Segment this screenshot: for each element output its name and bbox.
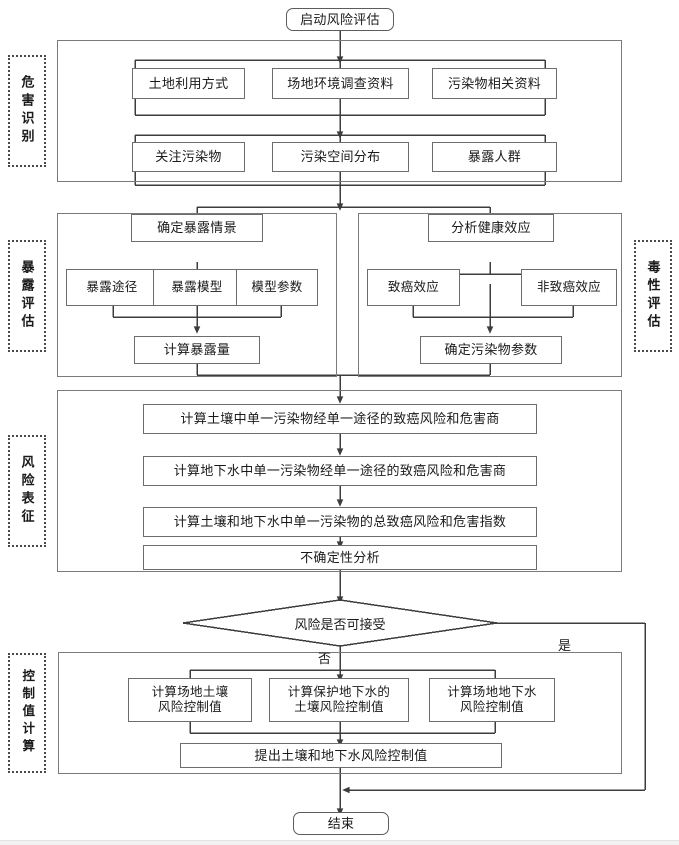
hazard-box-exposed-population[interactable]: 暴露人群 (432, 142, 557, 172)
end-node[interactable]: 结束 (293, 812, 389, 835)
toxicity-box-pollutant-params[interactable]: 确定污染物参数 (420, 336, 562, 364)
exposure-box-scenario[interactable]: 确定暴露情景 (131, 214, 263, 242)
hazard-box-spatial-distribution[interactable]: 污染空间分布 (272, 142, 409, 172)
stage-label-control-text: 控制值计算 (20, 669, 35, 757)
risk-box-uncertainty[interactable]: 不确定性分析 (143, 545, 537, 570)
stage-label-exposure-text: 暴露评估 (19, 260, 35, 332)
stage-label-risk: 风险表征 (8, 435, 46, 547)
control-box-site-groundwater[interactable]: 计算场地地下水 风险控制值 (429, 678, 555, 722)
exposure-box-parameters[interactable]: 模型参数 (236, 269, 318, 306)
stage-label-toxicity-text: 毒性评估 (645, 260, 661, 332)
exposure-box-model[interactable]: 暴露模型 (153, 269, 241, 306)
control-box-summary[interactable]: 提出土壤和地下水风险控制值 (180, 743, 502, 768)
start-node[interactable]: 启动风险评估 (286, 8, 394, 31)
control-box-site-soil[interactable]: 计算场地土壤 风险控制值 (128, 678, 252, 722)
risk-box-groundwater-single[interactable]: 计算地下水中单一污染物经单一途径的致癌风险和危害商 (143, 456, 537, 486)
stage-label-hazard: 危害识别 (8, 55, 46, 167)
toxicity-box-carcinogenic[interactable]: 致癌效应 (367, 269, 460, 306)
stage-label-control: 控制值计算 (8, 653, 46, 773)
control-box-protect-groundwater[interactable]: 计算保护地下水的 土壤风险控制值 (269, 678, 409, 722)
hazard-box-pollutant-data[interactable]: 污染物相关资料 (432, 68, 557, 99)
hazard-box-target-pollutant[interactable]: 关注污染物 (132, 142, 245, 172)
exposure-box-pathway[interactable]: 暴露途径 (66, 269, 158, 306)
toxicity-box-non-carcinogenic[interactable]: 非致癌效应 (521, 269, 617, 306)
decision-label[interactable]: 风险是否可接受 (294, 617, 386, 632)
hazard-box-land-use[interactable]: 土地利用方式 (132, 68, 245, 99)
stage-label-toxicity: 毒性评估 (634, 240, 672, 352)
decision-branch-yes: 是 (558, 638, 572, 653)
bottom-divider (0, 840, 679, 845)
toxicity-box-health-effects[interactable]: 分析健康效应 (428, 214, 554, 242)
stage-label-hazard-text: 危害识别 (19, 75, 35, 147)
decision-branch-no: 否 (318, 651, 332, 666)
risk-box-soil-single[interactable]: 计算土壤中单一污染物经单一途径的致癌风险和危害商 (143, 404, 537, 434)
stage-label-exposure: 暴露评估 (8, 240, 46, 352)
exposure-box-calc-dose[interactable]: 计算暴露量 (134, 336, 260, 364)
risk-box-total-risk[interactable]: 计算土壤和地下水中单一污染物的总致癌风险和危害指数 (143, 507, 537, 537)
stage-label-risk-text: 风险表征 (19, 455, 35, 527)
hazard-box-site-survey[interactable]: 场地环境调查资料 (272, 68, 409, 99)
